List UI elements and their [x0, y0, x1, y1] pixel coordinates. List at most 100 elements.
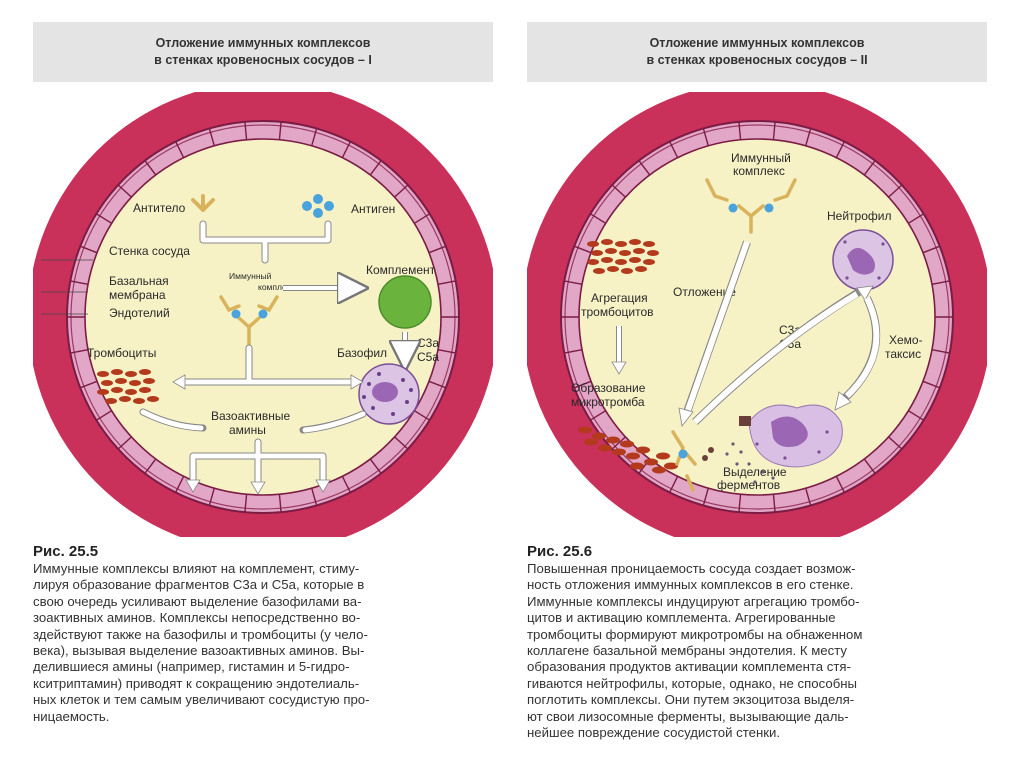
endothelial-cell-divider [79, 380, 98, 389]
vessel-wall-label: Стенка сосуда [109, 244, 190, 258]
endothelial-cell-divider [702, 128, 709, 146]
figure-25-6-svg: Иммунный комплекс Нейтрофил Агрегация тр… [527, 92, 987, 537]
endothelial-cell-divider [278, 494, 282, 513]
endothelial-cell-divider [907, 213, 925, 224]
figure-25-5: Антитело Антиген Стенка сосуда Базальная… [33, 92, 493, 537]
endothelial-cell-divider [922, 245, 941, 254]
endothelial-cell-divider [573, 245, 592, 254]
platelet-icon [97, 369, 159, 404]
chemotaxis-label-2: таксис [885, 347, 921, 361]
endothelial-cell-divider [564, 349, 583, 354]
branch-arrow [182, 345, 354, 385]
endothelial-cell-divider [117, 436, 132, 450]
immune-complex-icon [705, 178, 797, 234]
caption-text: Повышенная проницаемость сосуда создает … [527, 561, 863, 741]
caption-number: Рис. 25.6 [527, 543, 593, 560]
antigen-icon [302, 194, 334, 218]
fanout-arrowhead-center [250, 481, 266, 495]
immune-complex-label-1: Иммунный [731, 151, 791, 165]
endothelial-cell-divider [611, 436, 626, 450]
amines-arrows [140, 409, 366, 433]
endothelial-cells [67, 121, 459, 513]
immune-complex-icon [219, 295, 279, 346]
caption-text: Иммунные комплексы влияют на комплемент,… [33, 561, 370, 724]
endothelial-cell-divider [341, 141, 351, 158]
deposition-arrow [685, 241, 750, 411]
endothelial-cell-divider [311, 128, 318, 146]
endothelial-cell-divider [369, 160, 382, 176]
to-basophil-arrowhead [350, 374, 364, 390]
microthrombus-label-2: микротромба [571, 395, 645, 409]
endothelial-cell-divider [922, 380, 941, 389]
c5a-label: C5a [417, 350, 439, 364]
endothelial-cell-divider [573, 380, 592, 389]
platelets-label: Тромбоциты [87, 346, 156, 360]
neutrophil-label: Нейтрофил [827, 209, 891, 223]
antibody-icon [191, 194, 215, 212]
endothelial-cell-divider [394, 184, 409, 198]
complement-label: Комплемент [366, 263, 436, 277]
deposited-complex [671, 430, 714, 492]
chemotaxis-arrowhead [834, 391, 852, 411]
complement-arrow [692, 291, 859, 425]
endothelial-cell-divider [702, 488, 709, 506]
endothelial-cell-divider [863, 458, 876, 474]
basophil-label: Базофил [337, 346, 387, 360]
figure-25-5-svg: Антитело Антиген Стенка сосуда Базальная… [33, 92, 493, 537]
endothelial-cells [561, 121, 953, 513]
endothelial-cell-divider [437, 280, 456, 285]
endothelial-cell-divider [611, 184, 626, 198]
endothelial-cell-divider [772, 121, 776, 140]
chemotaxis-arrow [844, 296, 880, 399]
chemotaxis-label-1: Хемо- [889, 333, 923, 347]
endothelial-cell-divider [589, 213, 607, 224]
deposition-arrowhead [678, 407, 694, 427]
endothelial-cell-divider [394, 436, 409, 450]
basophil-icon [358, 363, 420, 425]
merge-arrow [200, 221, 331, 263]
endothelial-cell-divider [835, 141, 845, 158]
endothelial-cell-divider [70, 280, 89, 285]
panel1-title: Отложение иммунных комплексов в стенках … [33, 22, 493, 82]
endothelial-cell-divider [428, 380, 447, 389]
panel2-title-line2: в стенках кровеносных сосудов – II [646, 53, 868, 67]
endothelial-cell-divider [564, 280, 583, 285]
endothelial-cell-divider [79, 245, 98, 254]
endothelial-cell-divider [669, 141, 679, 158]
endothelial-cell-divider [437, 349, 456, 354]
panel2-title-line1: Отложение иммунных комплексов [649, 36, 865, 50]
endothelial-cell-divider [244, 121, 248, 140]
aggregation-arrowhead [611, 361, 627, 375]
endothelial-cell-divider [772, 494, 776, 513]
endothelial-cell-divider [931, 280, 950, 285]
endothelial-cell-divider [208, 128, 215, 146]
endothelial-cell-divider [341, 476, 351, 493]
to-platelets-arrowhead [172, 374, 186, 390]
basal-membrane-label-2: мембрана [109, 288, 166, 302]
endothelial-cell-divider [638, 160, 651, 176]
microthrombus-label-1: Образование [571, 381, 646, 395]
endothelial-cell-divider [805, 128, 812, 146]
panel2-title: Отложение иммунных комплексов в стенках … [527, 22, 987, 82]
endothelial-cell-divider [95, 410, 113, 421]
vasoactive-label-1: Вазоактивные [211, 409, 290, 423]
aggregation-label-2: тромбоцитов [581, 305, 654, 319]
fanout-arrowhead-left [185, 479, 201, 493]
endothelial-cell-divider [369, 458, 382, 474]
endothelial-cell-divider [589, 410, 607, 421]
endothelial-cell-divider [70, 349, 89, 354]
caption-25-6: Рис. 25.6 Повышенная проницаемость сосуд… [527, 543, 997, 741]
antibody-label: Антитело [133, 201, 186, 215]
fanout-arrowhead-right [315, 479, 331, 493]
endothelial-cell-divider [117, 184, 132, 198]
endothelial-cell-divider [244, 494, 248, 513]
endothelial-cell-divider [805, 488, 812, 506]
endothelial-cell-divider [413, 213, 431, 224]
immune-complex-label-2: комплекс [733, 164, 785, 178]
endothelial-cell-divider [175, 141, 185, 158]
endothelial-cell-divider [208, 488, 215, 506]
degranulating-neutrophil-icon [739, 404, 843, 468]
vasoactive-label-2: амины [229, 423, 266, 437]
complement-icon [378, 275, 432, 329]
immune-complex-label-1: Иммунный [229, 271, 272, 281]
